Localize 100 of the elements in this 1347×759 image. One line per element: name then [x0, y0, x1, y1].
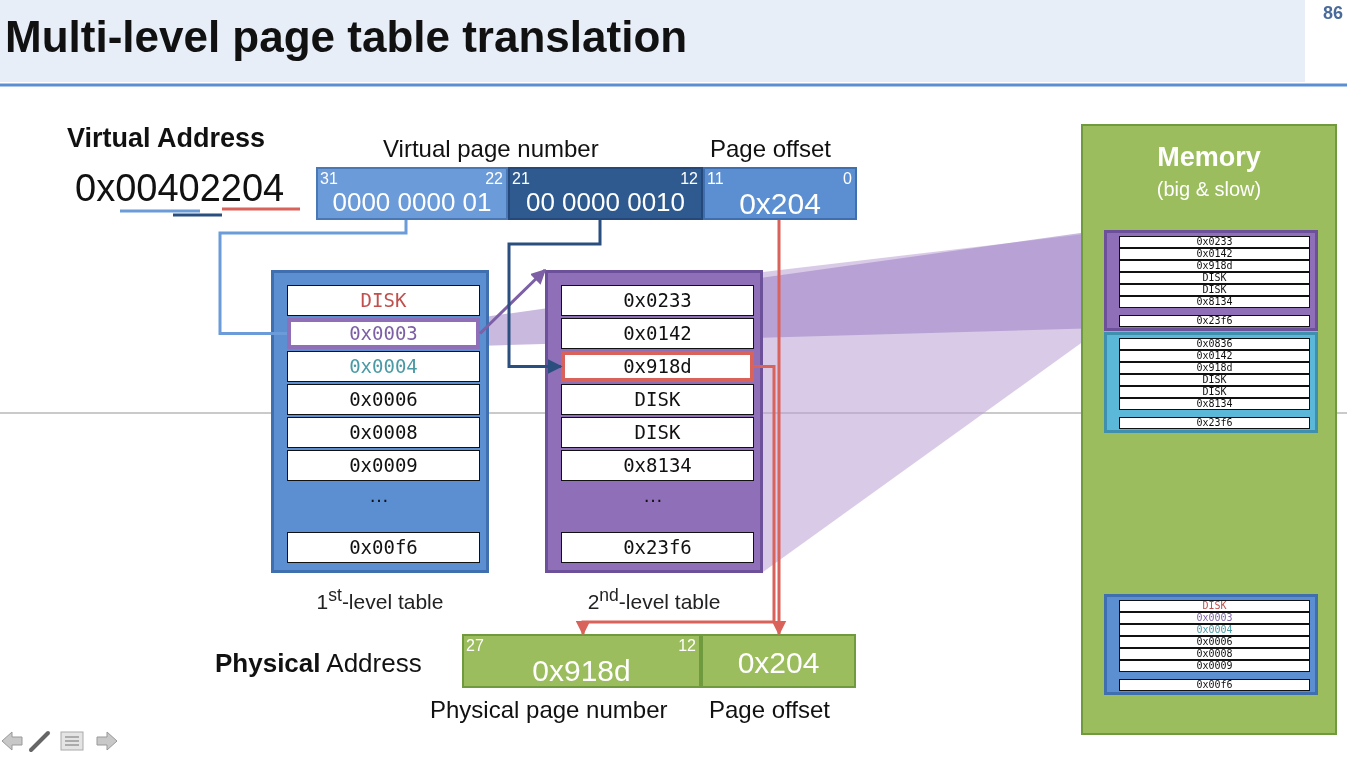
- table-caption: 2$^{nd}$-level table: [586, 585, 722, 614]
- table-entry: 0x0233: [1196, 237, 1233, 247]
- table-row: [1119, 648, 1310, 660]
- table-row: [561, 384, 754, 415]
- table-row: [1119, 636, 1310, 648]
- bit-index: 11: [707, 171, 724, 187]
- table-row: [287, 384, 480, 415]
- address-value: 0x00402204: [75, 168, 285, 210]
- field-label: Virtual page number: [383, 136, 599, 163]
- page-number: 86: [1323, 4, 1344, 24]
- arrow: [478, 268, 547, 335]
- table-entry: 0x0233: [623, 291, 692, 310]
- table-entry: 0x918d: [623, 357, 692, 376]
- table-caption: 1$^{st}$-level table: [315, 585, 445, 614]
- table-entry: 0x0009: [349, 456, 418, 475]
- arrow: [575, 365, 776, 636]
- table-entry: 0x0003: [1196, 613, 1233, 623]
- table-entry: 0x0006: [1196, 637, 1233, 647]
- field-value: 0x204: [736, 648, 821, 678]
- field-value: 0x204: [738, 189, 822, 219]
- bit-index: 21: [512, 171, 530, 187]
- field-label: Physical page number: [430, 697, 668, 724]
- ellipsis-text: …: [369, 484, 389, 506]
- table-row: [561, 351, 754, 382]
- table-row: [1119, 660, 1310, 672]
- table-entry: 0x0004: [1196, 625, 1233, 635]
- table-row: [287, 532, 480, 563]
- table-row: [287, 285, 480, 316]
- table-entry: 0x918d: [1196, 363, 1233, 373]
- table-row: [1119, 374, 1310, 386]
- table-entry: 0x23f6: [1196, 418, 1233, 428]
- table-row: [287, 318, 480, 349]
- table-entry: 0x0006: [349, 390, 418, 409]
- arrow: [507, 220, 602, 374]
- bit-index: 12: [678, 638, 696, 654]
- table-entry: 0x0142: [1196, 351, 1233, 361]
- table-row: [1119, 350, 1310, 362]
- table-entry: 0x0142: [623, 324, 692, 343]
- table-row: [561, 318, 754, 349]
- table-row: [1119, 600, 1310, 612]
- table-row: [1119, 417, 1310, 429]
- table-entry: 0x23f6: [1196, 316, 1233, 326]
- table-entry: DISK: [1202, 601, 1227, 611]
- table-row: [1119, 612, 1310, 624]
- table-row: [287, 450, 480, 481]
- page-table-thumbnail: [1104, 230, 1318, 331]
- bit-index: 27: [466, 638, 484, 654]
- panel-title: Memory: [1156, 142, 1262, 173]
- table-row: [1119, 236, 1310, 248]
- table-entry: 0x0003: [349, 324, 418, 343]
- address-field: [703, 167, 857, 220]
- table-entry: 0x0009: [1196, 661, 1233, 671]
- table-row: [1119, 272, 1310, 284]
- table-entry: 0x00f6: [349, 538, 418, 557]
- address-field: [316, 167, 508, 220]
- field-value: 0000 0000 01: [331, 189, 493, 215]
- table-row: [287, 417, 480, 448]
- address-label: Physical Address: [215, 649, 422, 678]
- table-row: [1119, 315, 1310, 327]
- page-table-thumbnail: [1104, 332, 1318, 433]
- table-row: [1119, 284, 1310, 296]
- bit-index: 31: [320, 171, 338, 187]
- ellipsis-text: …: [643, 484, 663, 506]
- table-row: [1119, 624, 1310, 636]
- table-entry: 0x0008: [1196, 649, 1233, 659]
- table-entry: DISK: [1202, 285, 1227, 295]
- table-entry: DISK: [1202, 375, 1227, 385]
- table-row: [1119, 260, 1310, 272]
- table-row: [1119, 248, 1310, 260]
- table-entry: DISK: [360, 291, 407, 310]
- table-entry: 0x0142: [1196, 249, 1233, 259]
- bit-index: 0: [843, 171, 852, 187]
- field-label: Page offset: [709, 697, 830, 724]
- slide-title: Multi-level page table translation: [5, 12, 688, 62]
- panel-subtitle: (big & slow): [1155, 178, 1263, 201]
- table-entry: 0x8134: [1196, 297, 1233, 307]
- address-field: [508, 167, 703, 220]
- table-row: [1119, 679, 1310, 691]
- bit-index: 12: [680, 171, 698, 187]
- table-row: [561, 417, 754, 448]
- address-field: [701, 634, 856, 688]
- table-row: [561, 532, 754, 563]
- field-value: 0x918d: [531, 656, 632, 686]
- table-entry: 0x00f6: [1196, 680, 1233, 690]
- table-entry: 0x23f6: [623, 538, 692, 557]
- table-row: [1119, 398, 1310, 410]
- address-field: [462, 634, 701, 688]
- table-entry: 0x8134: [1196, 399, 1233, 409]
- table-entry: 0x0836: [1196, 339, 1233, 349]
- table-entry: 0x0004: [349, 357, 418, 376]
- table-entry: 0x8134: [623, 456, 692, 475]
- address-label: Virtual Address: [67, 124, 266, 154]
- field-label: Page offset: [710, 136, 831, 163]
- arrow: [771, 220, 787, 636]
- table-entry: 0x0008: [349, 423, 418, 442]
- field-value: 00 0000 0010: [524, 189, 686, 215]
- table-entry: DISK: [1202, 387, 1227, 397]
- memory-panel: [1081, 124, 1337, 735]
- table-entry: DISK: [634, 423, 681, 442]
- table-entry: DISK: [1202, 273, 1227, 283]
